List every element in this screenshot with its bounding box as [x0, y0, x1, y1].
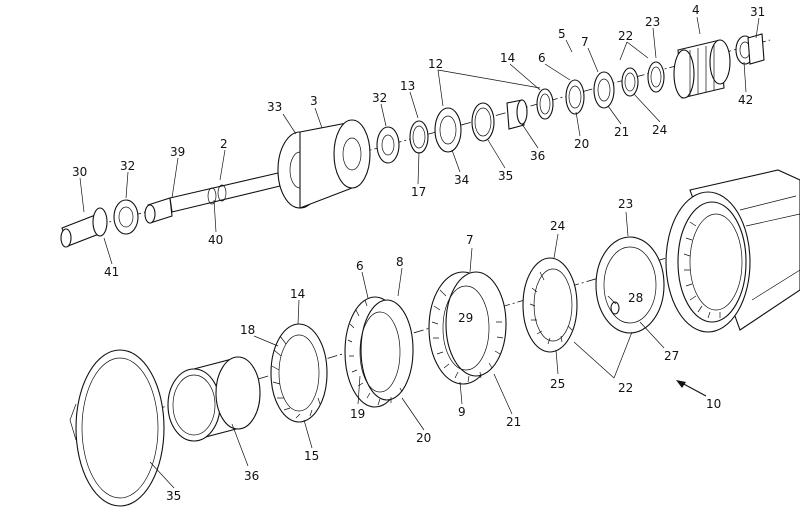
callout-7: 7 [581, 35, 589, 49]
hub-shell [665, 169, 800, 333]
callout-41: 41 [104, 265, 119, 279]
callout-35: 35 [498, 169, 513, 183]
end-cap-31 [735, 33, 765, 65]
ring-20-top [565, 79, 585, 115]
callout-13: 13 [400, 79, 415, 93]
callout-21-b: 21 [506, 415, 521, 429]
bearing-32-right [376, 126, 400, 164]
callout-17: 17 [411, 185, 426, 199]
callout-6-b: 6 [356, 259, 364, 273]
bearing-32-left [113, 199, 139, 235]
sleeve-39 [144, 197, 173, 224]
callout-3: 3 [310, 94, 318, 108]
ring-24-top [621, 67, 639, 97]
callout-8-b: 8 [396, 255, 404, 269]
callout-29-b: 29 [458, 311, 473, 325]
callout-39: 39 [170, 145, 185, 159]
callout-24: 24 [652, 123, 667, 137]
ring-14-top [536, 88, 554, 120]
hub-body-3 [277, 119, 371, 209]
callout-23-b: 23 [618, 197, 633, 211]
washer-23 [595, 236, 665, 334]
ring-21-top [593, 71, 615, 109]
callout-21: 21 [614, 125, 629, 139]
bottom-callout-labels: 23 24 7 6 8 14 18 29 28 27 22 25 21 9 20… [166, 197, 721, 503]
callout-4: 4 [692, 3, 700, 17]
washer-23-top [647, 61, 665, 93]
callout-22: 22 [618, 29, 633, 43]
callout-18-b: 18 [240, 323, 255, 337]
callout-25-b: 25 [550, 377, 565, 391]
callout-6: 6 [538, 51, 546, 65]
cage-ring-14 [270, 323, 328, 423]
callout-14: 14 [500, 51, 515, 65]
callout-24-b: 24 [550, 219, 565, 233]
callout-28-b: 28 [628, 291, 643, 305]
callout-36: 36 [530, 149, 545, 163]
callout-36-b: 36 [244, 469, 259, 483]
cover-35 [69, 349, 165, 507]
callout-10-b: 10 [706, 397, 721, 411]
callout-40: 40 [208, 233, 223, 247]
callout-2: 2 [220, 137, 228, 151]
callout-7-b: 7 [466, 233, 474, 247]
callout-20-b: 20 [416, 431, 431, 445]
top-callout-labels: 4 31 23 5 22 7 6 14 12 13 33 3 32 39 30 … [72, 3, 765, 279]
callout-22-b: 22 [618, 381, 633, 395]
top-assembly [60, 16, 771, 265]
callout-19-b: 19 [350, 407, 365, 421]
callout-32: 32 [372, 91, 387, 105]
cage-ring-24 [522, 257, 578, 353]
sleeve-36 [167, 356, 261, 442]
callout-12: 12 [428, 57, 443, 71]
ring-34 [434, 107, 462, 153]
direction-arrow-10 [676, 380, 707, 397]
callout-34: 34 [454, 173, 469, 187]
sleeve-36-top [506, 99, 528, 130]
bottom-assembly [69, 169, 800, 507]
callout-33: 33 [267, 100, 282, 114]
end-cap-30 [60, 207, 108, 248]
callout-14-b: 14 [290, 287, 305, 301]
freehub-4 [673, 39, 731, 99]
callout-23: 23 [645, 15, 660, 29]
ring-17 [409, 120, 429, 154]
callout-27-b: 27 [664, 349, 679, 363]
callout-31: 31 [750, 5, 765, 19]
callout-42: 42 [738, 93, 753, 107]
callout-35-b: 35 [166, 489, 181, 503]
callout-5: 5 [558, 27, 566, 41]
callout-15-b: 15 [304, 449, 319, 463]
toothed-ring-7 [428, 271, 507, 385]
callout-9-b: 9 [458, 405, 466, 419]
callout-20: 20 [574, 137, 589, 151]
ratchet-ring-6 [344, 296, 414, 408]
callout-30: 30 [72, 165, 87, 179]
ring-35 [471, 102, 495, 142]
axle-2 [169, 172, 281, 213]
callout-32-left: 32 [120, 159, 135, 173]
